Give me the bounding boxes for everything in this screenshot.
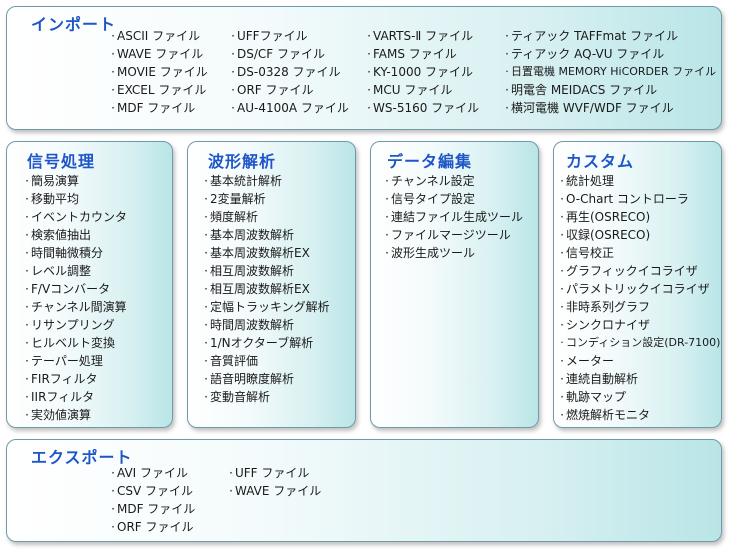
list-item: ·語音明瞭度解析 [204,372,295,386]
list-item: ·F/Vコンバータ [25,282,111,296]
list-item: ·ORF ファイル [231,83,314,97]
list-item: ·ファイルマージツール [385,228,511,242]
export-column-2: ·UFF ファイル ·WAVE ファイル [227,464,321,500]
list-item: ·定幅トラッキング解析 [204,300,330,314]
list-item: ·コンディション設定(DR-7100) [560,336,721,349]
signal-processing-title: 信号処理 [27,152,96,171]
export-title: エクスポート [31,448,133,467]
import-column-4: ·ティアック TAFFmat ファイル ·ティアック AQ-VU ファイル ·日… [503,27,716,117]
list-item: ·基本周波数解析EX [204,246,310,260]
list-item: ·メーター [560,354,615,368]
list-item: ·EXCEL ファイル [111,83,207,97]
import-column-1: ·ASCII ファイル ·WAVE ファイル ·MOVIE ファイル ·EXCE… [109,27,208,117]
waveform-analysis-list: ·基本統計解析 ·2変量解析 ·頻度解析 ·基本周波数解析 ·基本周波数解析EX… [202,172,330,406]
custom-title: カスタム [566,152,635,171]
list-item: ·基本統計解析 [204,174,283,188]
list-item: ·DS-0328 ファイル [231,65,341,79]
list-item: ·MCU ファイル [367,83,453,97]
list-item: ·波形生成ツール [385,246,476,260]
data-editing-title: データ編集 [387,152,473,171]
list-item: ·音質評価 [204,354,259,368]
list-item: ·DS/CF ファイル [231,47,325,61]
import-panel: インポート ·ASCII ファイル ·WAVE ファイル ·MOVIE ファイル… [6,6,722,130]
list-item: ·UFFファイル [231,29,308,43]
list-item: ·イベントカウンタ [25,210,128,224]
list-item: ·連続自動解析 [560,372,639,386]
data-editing-panel: データ編集 ·チャンネル設定 ·信号タイプ設定 ·連結ファイル生成ツール ·ファ… [370,141,539,428]
list-item: ·O-Chart コントローラ [560,192,689,206]
list-item: ·MDF ファイル [111,502,196,516]
signal-processing-list: ·簡易演算 ·移動平均 ·イベントカウンタ ·検索値抽出 ·時間軸微積分 ·レベ… [23,172,127,424]
list-item: ·実効値演算 [25,408,92,422]
list-item: ·UFF ファイル [229,466,310,480]
list-item: ·AVI ファイル [111,466,189,480]
list-item: ·収録(OSRECO) [560,228,651,242]
list-item: ·移動平均 [25,192,80,206]
list-item: ·FAMS ファイル [367,47,457,61]
list-item: ·日置電機 MEMORY HiCORDER ファイル [505,65,717,78]
list-item: ·チャンネル設定 [385,174,475,188]
list-item: ·MDF ファイル [111,101,196,115]
list-item: ·グラフィックイコライザ [560,264,698,278]
list-item: ·基本周波数解析 [204,228,295,242]
list-item: ·チャンネル間演算 [25,300,127,314]
custom-panel: カスタム ·統計処理 ·O-Chart コントローラ ·再生(OSRECO) ·… [553,141,722,428]
list-item: ·WAVE ファイル [229,484,322,498]
list-item: ·再生(OSRECO) [560,210,651,224]
list-item: ·燃焼解析モニタ [560,408,651,422]
import-column-3: ·VARTS-Ⅱ ファイル ·FAMS ファイル ·KY-1000 ファイル ·… [365,27,479,117]
list-item: ·連結ファイル生成ツール [385,210,524,224]
list-item: ·横河電機 WVF/WDF ファイル [505,101,674,115]
list-item: ·相互周波数解析 [204,264,295,278]
list-item: ·ASCII ファイル [111,29,201,43]
list-item: ·1/Nオクターブ解析 [204,336,314,350]
list-item: ·CSV ファイル [111,484,194,498]
waveform-analysis-panel: 波形解析 ·基本統計解析 ·2変量解析 ·頻度解析 ·基本周波数解析 ·基本周波… [187,141,356,428]
custom-list: ·統計処理 ·O-Chart コントローラ ·再生(OSRECO) ·収録(OS… [558,172,720,424]
list-item: ·テーパー処理 [25,354,103,368]
list-item: ·AU-4100A ファイル [231,101,349,115]
list-item: ·IIRフィルタ [25,390,95,404]
list-item: ·パラメトリックイコライザ [560,282,710,296]
list-item: ·ティアック TAFFmat ファイル [505,29,679,43]
list-item: ·MOVIE ファイル [111,65,208,79]
list-item: ·WAVE ファイル [111,47,204,61]
data-editing-list: ·チャンネル設定 ·信号タイプ設定 ·連結ファイル生成ツール ·ファイルマージツ… [383,172,523,262]
export-column-1: ·AVI ファイル ·CSV ファイル ·MDF ファイル ·ORF ファイル [109,464,195,536]
list-item: ·ティアック AQ-VU ファイル [505,47,665,61]
list-item: ·軌跡マップ [560,390,627,404]
list-item: ·簡易演算 [25,174,80,188]
signal-processing-panel: 信号処理 ·簡易演算 ·移動平均 ·イベントカウンタ ·検索値抽出 ·時間軸微積… [6,141,173,428]
list-item: ·変動音解析 [204,390,271,404]
list-item: ·信号校正 [560,246,615,260]
list-item: ·検索値抽出 [25,228,92,242]
list-item: ·2変量解析 [204,192,266,206]
list-item: ·リサンプリング [25,318,115,332]
list-item: ·VARTS-Ⅱ ファイル [367,29,474,43]
list-item: ·統計処理 [560,174,615,188]
list-item: ·レベル調整 [25,264,92,278]
list-item: ·シンクロナイザ [560,318,651,332]
list-item: ·頻度解析 [204,210,259,224]
import-column-2: ·UFFファイル ·DS/CF ファイル ·DS-0328 ファイル ·ORF … [229,27,349,117]
list-item: ·時間周波数解析 [204,318,295,332]
list-item: ·相互周波数解析EX [204,282,310,296]
list-item: ·FIRフィルタ [25,372,98,386]
list-item: ·WS-5160 ファイル [367,101,480,115]
import-title: インポート [31,15,117,34]
list-item: ·時間軸微積分 [25,246,104,260]
list-item: ·明電舎 MEIDACS ファイル [505,83,658,97]
list-item: ·信号タイプ設定 [385,192,476,206]
list-item: ·ORF ファイル [111,520,194,534]
export-panel: エクスポート ·AVI ファイル ·CSV ファイル ·MDF ファイル ·OR… [6,439,722,542]
list-item: ·非時系列グラフ [560,300,651,314]
waveform-analysis-title: 波形解析 [208,152,277,171]
list-item: ·ヒルベルト変換 [25,336,116,350]
list-item: ·KY-1000 ファイル [367,65,474,79]
